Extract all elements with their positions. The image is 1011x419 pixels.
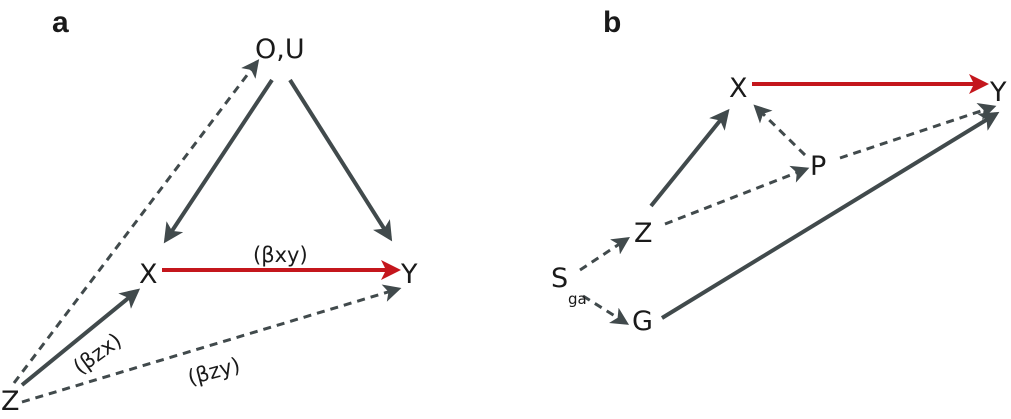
node-b-s: S (551, 263, 568, 294)
edge-a-ou-x (163, 78, 274, 244)
node-a-z: Z (1, 386, 20, 417)
node-b-y: Y (989, 77, 1007, 108)
node-a-x: X (139, 259, 158, 290)
edge-b-z-p (664, 165, 810, 226)
edge-b-g-y (660, 111, 1000, 320)
node-b-g: G (632, 306, 653, 337)
node-a-y: Y (400, 259, 418, 290)
panel-b-label: b (603, 6, 621, 39)
node-b-z: Z (634, 218, 653, 249)
edge-b-s-g (582, 294, 630, 325)
node-b-p: P (810, 151, 826, 182)
panel-a-label: a (52, 6, 69, 39)
edge-a-z-y (21, 284, 402, 404)
edge-b-p-x (753, 104, 807, 157)
edge-label-beta-zx: (βzx) (69, 328, 126, 379)
edge-a-z-ou (12, 59, 260, 384)
node-b-s-subscript: ga (568, 290, 587, 308)
edge-a-ou-y (288, 78, 393, 242)
edge-b-z-x (649, 108, 730, 208)
edge-b-p-y (839, 103, 997, 160)
node-b-x: X (729, 73, 748, 104)
edge-b-s-z (579, 237, 631, 272)
node-a-ou: O,U (255, 34, 305, 65)
edge-label-beta-zy: (βzy) (185, 353, 243, 390)
edge-a-z-x (20, 288, 141, 387)
edge-label-beta-xy: (βxy) (253, 243, 308, 267)
